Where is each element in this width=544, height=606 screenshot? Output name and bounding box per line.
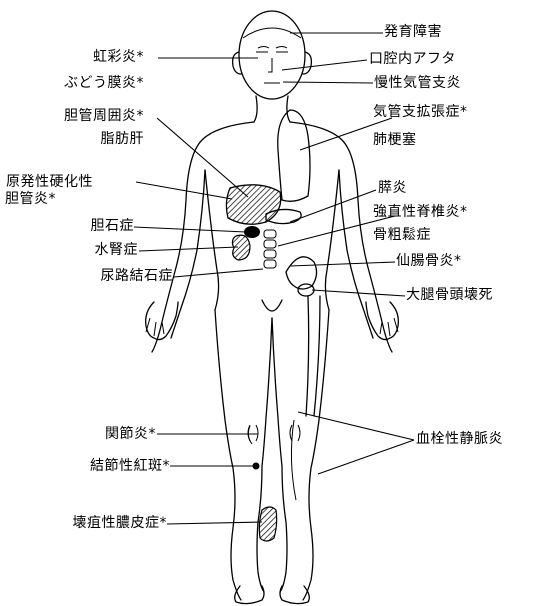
label-tankan: 胆管周囲炎*	[64, 108, 144, 125]
label-daitai: 大腿骨頭壊死	[406, 287, 493, 304]
pyoderma-patch	[259, 507, 276, 541]
label-shibou: 脂肪肝	[101, 131, 145, 148]
liver	[226, 185, 280, 224]
lung	[278, 110, 310, 201]
right-leg-outer	[303, 310, 329, 600]
nose	[268, 58, 272, 72]
label-kikan: 気管支拡張症*	[373, 104, 468, 121]
label-kessetsu: 結節性紅斑*	[90, 458, 170, 475]
head	[239, 11, 305, 99]
femur	[306, 296, 320, 416]
label-koushoku: 虹彩炎*	[93, 49, 144, 66]
left-leg-outer	[215, 310, 241, 600]
label-eso: 壊疽性膿皮症*	[73, 515, 168, 532]
label-budou: ぶどう膜炎*	[64, 75, 144, 92]
label-suien: 膵炎	[378, 180, 407, 197]
label-kotsusou: 骨粗鬆症	[373, 227, 431, 244]
right-foot	[280, 586, 309, 604]
left-foot	[235, 586, 264, 604]
label-genpatsu-1: 原発性硬化性	[6, 174, 93, 191]
vein	[291, 420, 296, 500]
left-leg-inner	[257, 318, 272, 592]
label-kansetsu: 関節炎*	[105, 426, 156, 443]
organs	[226, 110, 320, 541]
gallbladder	[244, 226, 260, 238]
pelvis	[286, 257, 317, 289]
label-koukuu: 口腔内アフタ	[369, 51, 456, 68]
leader-lines	[134, 33, 414, 524]
femoral-head	[298, 284, 314, 296]
label-haikousoku: 肺梗塞	[373, 132, 417, 149]
label-kessen: 血栓性静脈炎	[416, 431, 503, 448]
label-kyouchoku: 強直性脊椎炎*	[373, 204, 468, 221]
label-genpatsu-2: 胆管炎*	[5, 191, 56, 208]
label-suijin: 水腎症	[95, 242, 139, 259]
label-nyouro: 尿路結石症	[101, 268, 174, 285]
label-senchou: 仙腸骨炎*	[396, 253, 462, 270]
right-leg-inner	[272, 318, 287, 592]
label-hattatsu: 発育障害	[384, 24, 442, 41]
spine	[264, 230, 276, 268]
label-mansei: 慢性気管支炎	[374, 75, 461, 92]
label-tanseki: 胆石症	[91, 218, 135, 235]
